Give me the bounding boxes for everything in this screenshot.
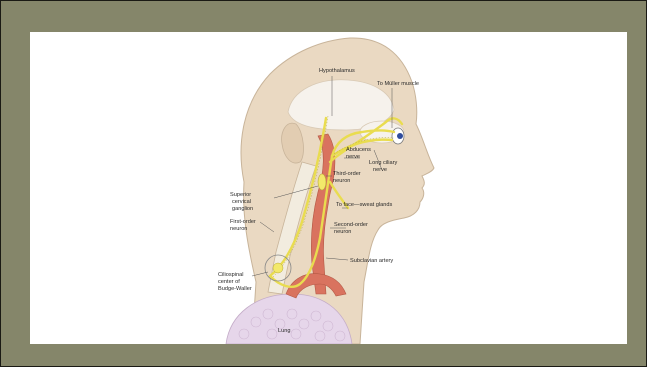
label-lung: Lung xyxy=(278,328,290,334)
label-superior-cervical-1: Superior xyxy=(230,192,251,198)
label-to-face: To face—sweat glands xyxy=(336,202,392,208)
label-muller-muscle: To Müller muscle xyxy=(377,81,419,87)
label-abducens-1: Abducens xyxy=(346,147,371,153)
slide: Hypothalamus To Müller muscle Abducens n… xyxy=(30,32,627,344)
label-third-order-2: neuron xyxy=(333,178,350,184)
sympathetic-pathway-diagram: Hypothalamus To Müller muscle Abducens n… xyxy=(30,32,627,344)
pupil xyxy=(397,133,403,139)
label-ciliospinal-1: Ciliospinal xyxy=(218,272,244,278)
superior-cervical-ganglion xyxy=(318,174,326,190)
label-first-order-1: First-order xyxy=(230,219,256,225)
label-abducens-2: nerve xyxy=(346,154,360,160)
label-superior-cervical-3: ganglion xyxy=(232,206,253,212)
label-hypothalamus: Hypothalamus xyxy=(319,68,355,74)
spinal-segment xyxy=(273,263,283,273)
label-ciliospinal-3: Budge-Waller xyxy=(218,286,252,292)
label-subclavian-artery: Subclavian artery xyxy=(350,258,393,264)
label-ciliospinal-2: center of xyxy=(218,279,240,285)
label-second-order-1: Second-order xyxy=(334,222,368,228)
label-superior-cervical-2: cervical xyxy=(232,199,251,205)
label-first-order-2: neuron xyxy=(230,226,247,232)
label-second-order-2: neuron xyxy=(334,229,351,235)
label-long-ciliary-1: Long ciliary xyxy=(369,160,397,166)
label-third-order-1: Third-order xyxy=(333,171,361,177)
label-long-ciliary-2: nerve xyxy=(373,167,387,173)
